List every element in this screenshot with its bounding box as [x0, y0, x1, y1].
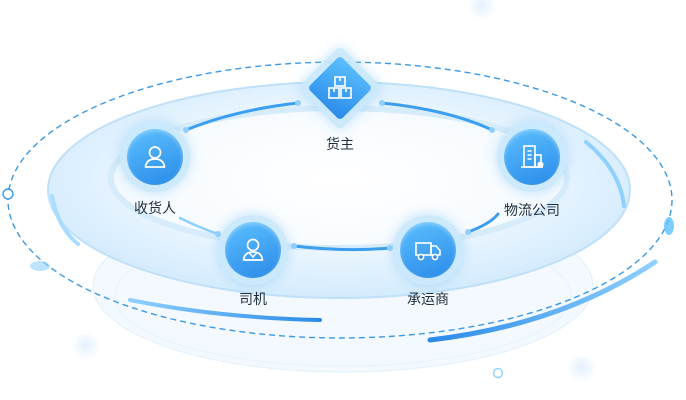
- carrier-label: 承运商: [407, 292, 449, 308]
- consignee-badge: [120, 122, 190, 192]
- user-icon: [144, 146, 166, 168]
- boxes-icon: [328, 76, 352, 99]
- driver-icon: [242, 238, 264, 261]
- orbit-glow-left: [30, 261, 50, 271]
- building-icon: [521, 145, 544, 168]
- connector-shipper-logistics: [380, 101, 494, 132]
- connector-dot: [295, 100, 301, 106]
- connector-dot: [291, 243, 297, 249]
- accent-arc-left: [50, 194, 80, 246]
- logistics-company-label: 物流公司: [504, 203, 560, 219]
- connector-dot: [215, 231, 221, 237]
- connector-consignee-shipper: [184, 101, 300, 132]
- decor-orb-top: [468, 0, 496, 22]
- shipper-badge: [297, 45, 383, 131]
- accent-arc-right: [584, 140, 626, 208]
- carrier-badge: [393, 215, 463, 285]
- connector-dot: [465, 229, 471, 235]
- connector-logistics-carrier: [466, 212, 500, 234]
- accent-arc-bottom: [128, 298, 322, 322]
- decor-orb-right: [568, 356, 596, 384]
- orbit-glow-right: [664, 217, 674, 235]
- orbit-marker-left: [2, 188, 14, 200]
- connector-consignee-driver: [178, 216, 220, 236]
- driver-badge: [218, 215, 288, 285]
- connector-dot: [183, 127, 189, 133]
- connector-dot: [379, 100, 385, 106]
- accent-arc-bottom-right: [427, 259, 658, 343]
- connector-dot: [489, 127, 495, 133]
- truck-icon: [415, 242, 441, 261]
- decor-orb-left: [72, 334, 100, 362]
- connector-dot: [387, 245, 393, 251]
- orbit-marker-bottom: [492, 367, 504, 379]
- driver-label: 司机: [239, 292, 267, 308]
- shipper-label: 货主: [326, 137, 354, 153]
- consignee-label: 收货人: [134, 201, 176, 217]
- logistics-company-badge: [497, 122, 567, 192]
- connector-driver-carrier: [292, 244, 392, 252]
